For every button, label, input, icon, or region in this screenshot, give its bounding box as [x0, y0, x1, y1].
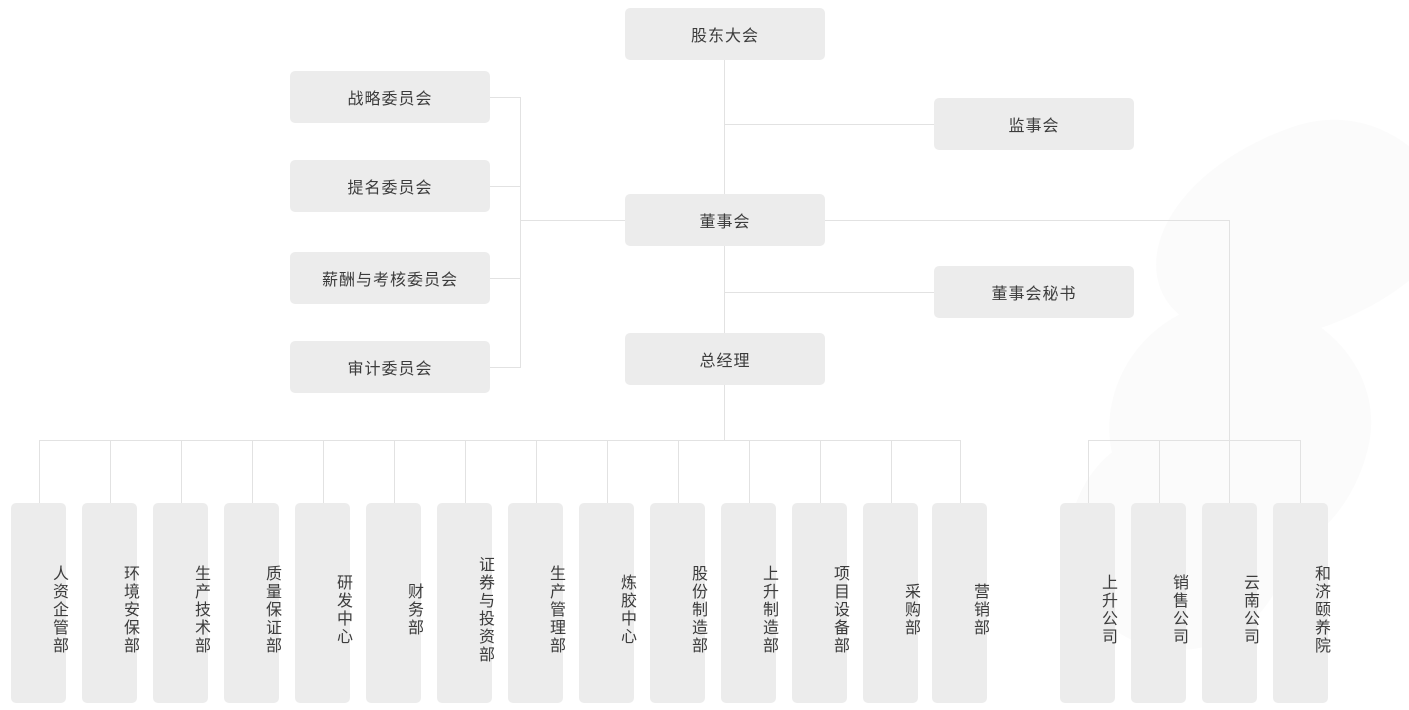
node-label: 研发中心 — [334, 574, 351, 646]
node-general-manager[interactable]: 总经理 — [625, 333, 825, 385]
node-label: 上升制造部 — [760, 565, 777, 655]
connector-committee-strategy — [490, 97, 521, 98]
connector-department-bus — [39, 440, 960, 441]
node-label: 董事会 — [699, 214, 751, 231]
node-department[interactable]: 质量保证部 — [224, 503, 280, 703]
node-label: 和济颐养院 — [1312, 565, 1329, 655]
connector-department-drop — [536, 440, 537, 503]
connector-subsidiary-drop — [1088, 440, 1089, 503]
node-department[interactable]: 炼胶中心 — [579, 503, 635, 703]
connector-to-board-secretary — [724, 292, 934, 293]
node-department[interactable]: 财务部 — [366, 503, 422, 703]
node-label: 上升公司 — [1099, 574, 1116, 646]
node-department[interactable]: 上升制造部 — [721, 503, 777, 703]
node-subsidiary[interactable]: 销售公司 — [1131, 503, 1187, 703]
node-label: 营销部 — [971, 583, 988, 637]
node-label: 采购部 — [902, 583, 919, 637]
node-department[interactable]: 研发中心 — [295, 503, 351, 703]
connector-department-drop — [820, 440, 821, 503]
node-label: 股东大会 — [690, 28, 759, 45]
node-subsidiary[interactable]: 云南公司 — [1202, 503, 1258, 703]
connector-committee-nomination — [490, 186, 521, 187]
connector-subsidiary-bus — [1088, 440, 1300, 441]
node-label: 提名委员会 — [347, 180, 433, 197]
connector-department-drop — [394, 440, 395, 503]
connector-subsidiary-riser — [1229, 220, 1230, 440]
node-label: 审计委员会 — [347, 361, 433, 378]
node-label: 生产技术部 — [192, 565, 209, 655]
connector-department-drop — [891, 440, 892, 503]
connector-department-drop — [678, 440, 679, 503]
node-label: 董事会秘书 — [991, 286, 1077, 303]
node-label: 云南公司 — [1241, 574, 1258, 646]
node-supervisory-board[interactable]: 监事会 — [934, 98, 1134, 150]
node-committee-nomination[interactable]: 提名委员会 — [290, 160, 490, 212]
node-department[interactable]: 营销部 — [932, 503, 988, 703]
node-board-of-directors[interactable]: 董事会 — [625, 194, 825, 246]
node-label: 人资企管部 — [50, 565, 67, 655]
node-label: 质量保证部 — [263, 565, 280, 655]
node-label: 生产管理部 — [547, 565, 564, 655]
node-department[interactable]: 人资企管部 — [11, 503, 67, 703]
connector-department-drop — [607, 440, 608, 503]
connector-subsidiary-drop — [1159, 440, 1160, 503]
connector-spine-shareholders-to-board — [724, 60, 725, 194]
node-department[interactable]: 采购部 — [863, 503, 919, 703]
connector-department-drop — [110, 440, 111, 503]
node-subsidiary[interactable]: 上升公司 — [1060, 503, 1116, 703]
connector-subsidiary-drop — [1229, 440, 1230, 503]
node-label: 项目设备部 — [831, 565, 848, 655]
connector-department-drop — [252, 440, 253, 503]
node-department[interactable]: 生产管理部 — [508, 503, 564, 703]
connector-department-drop — [465, 440, 466, 503]
node-label: 战略委员会 — [347, 91, 433, 108]
node-label: 销售公司 — [1170, 574, 1187, 646]
node-label: 证券与投资部 — [476, 556, 493, 664]
node-department[interactable]: 证券与投资部 — [437, 503, 493, 703]
node-department[interactable]: 股份制造部 — [650, 503, 706, 703]
background-watermark-shape — [1125, 88, 1409, 372]
connector-to-supervisory-board — [724, 124, 934, 125]
node-board-secretary[interactable]: 董事会秘书 — [934, 266, 1134, 318]
node-label: 薪酬与考核委员会 — [321, 272, 458, 289]
connector-board-to-subsidiary-branch — [825, 220, 1230, 221]
node-label: 监事会 — [1008, 118, 1060, 135]
node-department[interactable]: 环境安保部 — [82, 503, 138, 703]
connector-gm-to-department-bus — [724, 385, 725, 441]
node-label: 财务部 — [405, 583, 422, 637]
node-shareholders-meeting[interactable]: 股东大会 — [625, 8, 825, 60]
connector-department-drop — [181, 440, 182, 503]
node-committee-strategy[interactable]: 战略委员会 — [290, 71, 490, 123]
node-label: 环境安保部 — [121, 565, 138, 655]
connector-committee-compensation — [490, 278, 521, 279]
node-committee-audit[interactable]: 审计委员会 — [290, 341, 490, 393]
connector-committee-audit — [490, 367, 521, 368]
node-subsidiary[interactable]: 和济颐养院 — [1273, 503, 1329, 703]
connector-department-drop — [749, 440, 750, 503]
node-label: 总经理 — [699, 353, 751, 370]
node-department[interactable]: 生产技术部 — [153, 503, 209, 703]
connector-committee-rail — [520, 97, 521, 368]
connector-committee-rail-to-board — [520, 220, 625, 221]
node-committee-compensation[interactable]: 薪酬与考核委员会 — [290, 252, 490, 304]
connector-department-drop — [960, 440, 961, 503]
connector-department-drop — [323, 440, 324, 503]
connector-department-drop — [39, 440, 40, 503]
node-label: 股份制造部 — [689, 565, 706, 655]
connector-spine-board-to-gm — [724, 246, 725, 333]
node-label: 炼胶中心 — [618, 574, 635, 646]
connector-subsidiary-drop — [1300, 440, 1301, 503]
node-department[interactable]: 项目设备部 — [792, 503, 848, 703]
